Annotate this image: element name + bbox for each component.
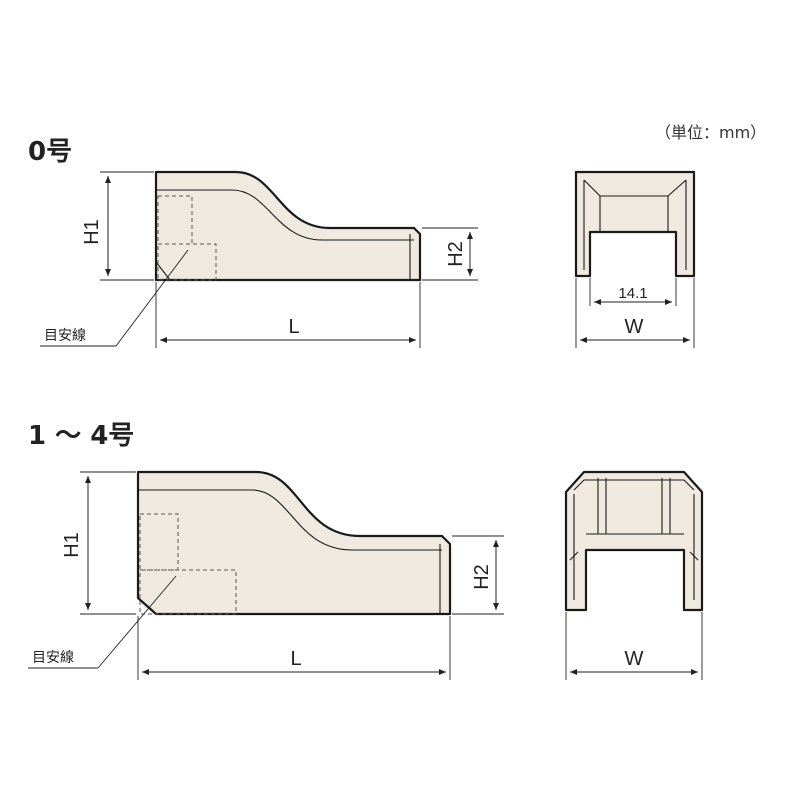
side-view-0: [154, 170, 422, 282]
section-0-guide-note: 目安線: [44, 328, 86, 344]
unit-label: （単位：mm）: [655, 123, 766, 142]
section-size-1-4: 1 ～ 4号 H1 H2 L 目安線: [28, 421, 704, 680]
section-0-l-label: L: [288, 316, 299, 338]
section-0-title: 0号: [28, 137, 72, 167]
section-size-0: 0号 H1 H2 L 目安線: [28, 137, 696, 348]
section-1-4-w-label: W: [625, 648, 644, 670]
end-view-0: 14.1 W: [574, 170, 696, 348]
section-1-4-l-label: L: [290, 648, 301, 670]
section-0-h2-label: H2: [445, 241, 467, 267]
section-0-w-label: W: [625, 316, 644, 338]
side-view-1-4: [136, 470, 452, 616]
section-1-4-guide-note: 目安線: [32, 650, 74, 666]
section-0-inner-label: 14.1: [618, 285, 647, 302]
end-view-1-4: W: [564, 470, 704, 680]
section-1-4-h2-label: H2: [471, 564, 493, 590]
section-1-4-title: 1 ～ 4号: [28, 421, 134, 451]
section-0-h1-label: H1: [81, 219, 103, 245]
section-1-4-h1-label: H1: [61, 532, 83, 558]
